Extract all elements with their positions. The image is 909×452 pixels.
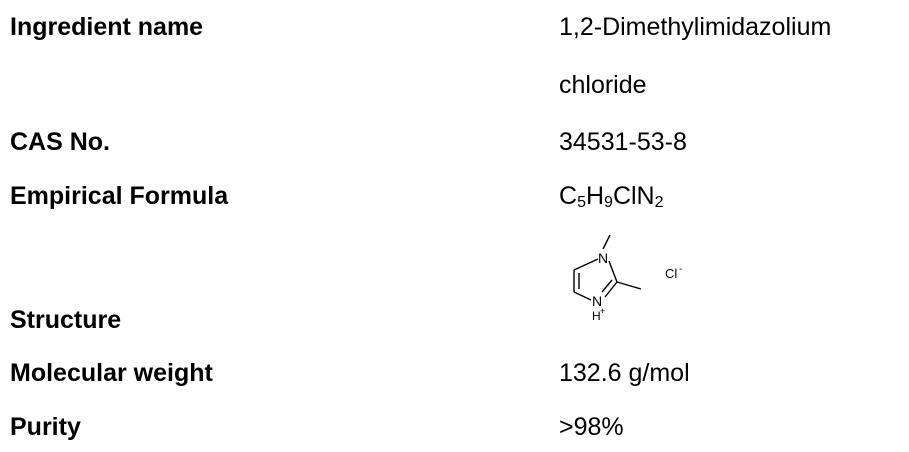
row-purity: Purity >98%	[0, 412, 909, 452]
formula-c: C	[559, 182, 578, 210]
bond-n1-c5	[573, 258, 599, 271]
label-empirical-formula: Empirical Formula	[10, 182, 229, 210]
bond-n3-c2	[604, 281, 618, 298]
formula-c-count: 5	[577, 194, 586, 211]
structure-diagram: N N H + Cl -	[573, 234, 682, 323]
label-purity: Purity	[10, 413, 81, 441]
row-structure: Structure	[0, 305, 909, 345]
label-molecular-weight: Molecular weight	[10, 359, 213, 387]
atom-n-bottom: N	[592, 293, 602, 309]
label-structure: Structure	[10, 306, 122, 334]
row-ingredient-name-continued: chloride	[0, 70, 909, 110]
label-ingredient-name: Ingredient name	[10, 13, 204, 41]
atom-n-top: N	[598, 250, 608, 266]
value-empirical-formula: C5H9ClN2	[559, 181, 664, 211]
value-cas-number: 34531-53-8	[559, 128, 687, 156]
atom-cl: Cl	[665, 266, 677, 281]
value-purity: >98%	[559, 413, 624, 441]
value-ingredient-name-line1: 1,2-Dimethylimidazolium	[559, 13, 832, 41]
row-ingredient-name: Ingredient name 1,2-Dimethylimidazolium	[0, 12, 909, 52]
bond-c2-n1	[608, 260, 618, 283]
atom-h: H	[592, 309, 601, 323]
row-molecular-weight: Molecular weight 132.6 g/mol	[0, 358, 909, 398]
formula-n-count: 2	[654, 194, 664, 211]
formula-cln: ClN	[612, 182, 655, 210]
row-empirical-formula: Empirical Formula C5H9ClN2	[0, 181, 909, 221]
value-molecular-weight: 132.6 g/mol	[559, 359, 690, 387]
label-cas-number: CAS No.	[10, 128, 110, 156]
bond-n3-c2-double	[601, 279, 613, 293]
row-cas-number: CAS No. 34531-53-8	[0, 127, 909, 167]
bond-c2-methyl	[616, 281, 642, 290]
imidazolium-ring	[573, 234, 642, 301]
formula-h-count: 9	[604, 194, 613, 211]
formula-h: H	[585, 182, 605, 210]
bond-n-methyl	[602, 234, 611, 250]
bond-c4-n3	[573, 291, 592, 301]
charge-plus: +	[600, 306, 605, 316]
value-ingredient-name-line2: chloride	[559, 71, 647, 99]
charge-minus: -	[679, 264, 682, 275]
